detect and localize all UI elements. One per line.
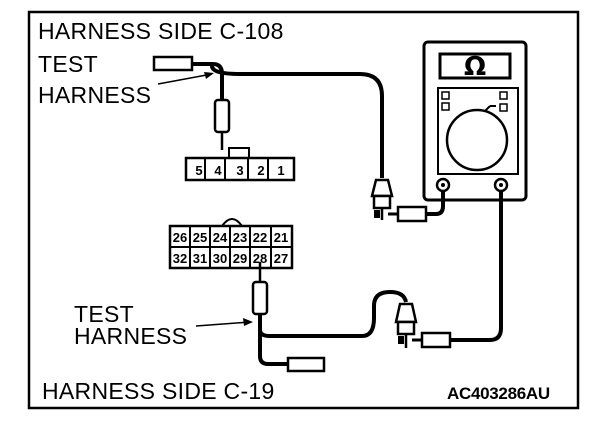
c108-pin: 4 [214, 163, 222, 178]
c19-pin: 26 [173, 230, 187, 245]
test-harness-bottom-label-line1: TEST [74, 301, 134, 327]
figure-code: AC403286AU [447, 384, 550, 403]
meter-display [438, 52, 512, 80]
ohmmeter: Ω [422, 40, 528, 202]
c19-pin: 29 [233, 251, 247, 266]
c19-pin: 27 [274, 251, 288, 266]
test-harness-plug-bottom [258, 330, 326, 373]
probe-bottom [251, 262, 269, 330]
c19-pin: 28 [253, 251, 267, 266]
probe-top [209, 62, 384, 178]
test-harness-top-label-line1: TEST [38, 51, 98, 77]
c19-pin: 21 [274, 230, 288, 245]
c19-pin: 22 [253, 230, 267, 245]
c19-pin: 25 [193, 230, 207, 245]
c19-pin: 30 [213, 251, 227, 266]
diagram-frame [27, 10, 580, 410]
meter-lead-clip-right [394, 191, 503, 349]
ohm-symbol-icon: Ω [464, 52, 486, 82]
test-harness-bottom-label-line2: HARNESS [74, 323, 188, 349]
test-harness-plug-top [152, 55, 213, 72]
harness-side-c108-label: HARNESS SIDE C-108 [38, 18, 284, 44]
connector-c108: 5 4 3 2 1 [184, 147, 296, 182]
c108-pin: 2 [257, 163, 264, 178]
test-harness-top-label-line2: HARNESS [38, 82, 152, 108]
c108-pin: 5 [195, 163, 202, 178]
c19-pin: 24 [213, 230, 228, 245]
harness-side-c19-label: HARNESS SIDE C-19 [42, 378, 275, 404]
connector-c19: 26 25 24 23 22 21 32 31 30 29 28 27 [168, 218, 294, 270]
c19-pin: 23 [233, 230, 247, 245]
c19-pin: 31 [193, 251, 207, 266]
c19-pin: 32 [173, 251, 187, 266]
range-dial [445, 108, 509, 172]
c108-pin: 3 [236, 163, 243, 178]
meter-lead-clip-left [370, 178, 445, 223]
c108-pin: 1 [277, 163, 284, 178]
